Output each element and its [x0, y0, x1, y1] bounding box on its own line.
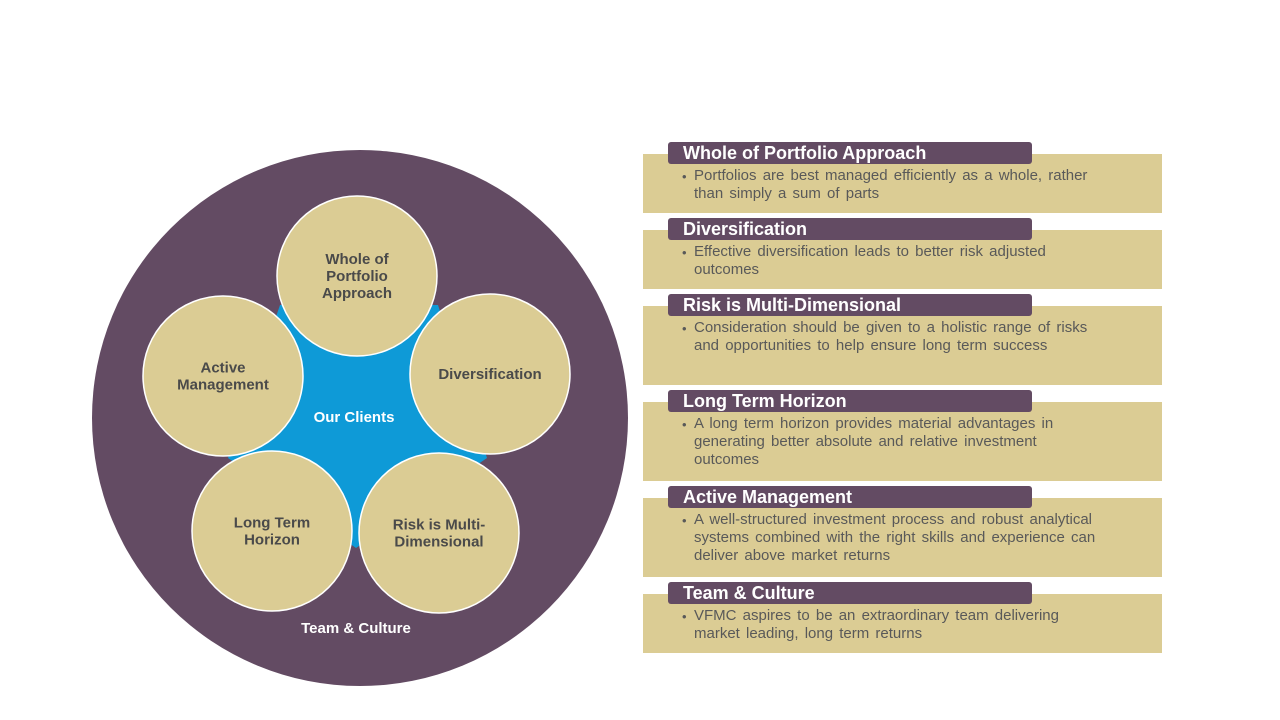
bullet-icon: • [682, 513, 687, 528]
bullet-icon: • [682, 417, 687, 432]
panel-title: Whole of Portfolio Approach [668, 142, 1032, 164]
panel-body [643, 306, 1162, 385]
panel-description: A long term horizon provides material ad… [694, 415, 1054, 468]
panel-description: Consideration should be given to a holis… [694, 319, 1088, 354]
panel-body [643, 402, 1162, 481]
node-label-whole-line-2: Portfolio [326, 268, 388, 285]
node-label-diversification-line-1: Diversification [438, 366, 541, 383]
node-risk: Risk is Multi-Dimensional [358, 452, 520, 614]
panel-description: Portfolios are best managed efficiently … [694, 167, 1088, 202]
bullet-icon: • [682, 245, 687, 260]
bullet-icon: • [682, 169, 687, 184]
node-label-active-line-2: Management [177, 377, 269, 394]
node-label-long-term-line-1: Long Term [234, 515, 310, 532]
node-label-risk-line-1: Risk is Multi- [393, 517, 486, 534]
node-circle-active [142, 295, 304, 457]
center-label: Our Clients [314, 409, 395, 426]
panel-title: Team & Culture [668, 582, 1032, 604]
outer-label: Team & Culture [301, 620, 411, 637]
node-label-active-line-1: Active [200, 360, 245, 377]
node-label-risk-line-2: Dimensional [394, 534, 483, 551]
panel-title: Long Term Horizon [668, 390, 1032, 412]
node-diversification: Diversification [409, 293, 571, 455]
node-circle-whole [276, 195, 438, 357]
panel-title: Diversification [668, 218, 1032, 240]
node-circle-risk [358, 452, 520, 614]
node-label-whole-line-3: Approach [322, 285, 392, 302]
node-circle-long-term [191, 450, 353, 612]
node-label-whole-line-1: Whole of [325, 251, 389, 268]
panel-title: Active Management [668, 486, 1032, 508]
bullet-icon: • [682, 321, 687, 336]
panel-title: Risk is Multi-Dimensional [668, 294, 1032, 316]
nodes-layer: Whole ofPortfolioApproachDiversification… [142, 195, 571, 614]
panel-description: VFMC aspires to be an extraordinary team… [694, 607, 1059, 642]
node-circle-diversification [409, 293, 571, 455]
node-label-long-term-line-2: Horizon [244, 532, 300, 549]
bullet-icon: • [682, 609, 687, 624]
panel-description: Effective diversification leads to bette… [694, 243, 1046, 278]
panel-body [643, 498, 1162, 577]
panel-description: A well-structured investment process and… [694, 511, 1096, 564]
